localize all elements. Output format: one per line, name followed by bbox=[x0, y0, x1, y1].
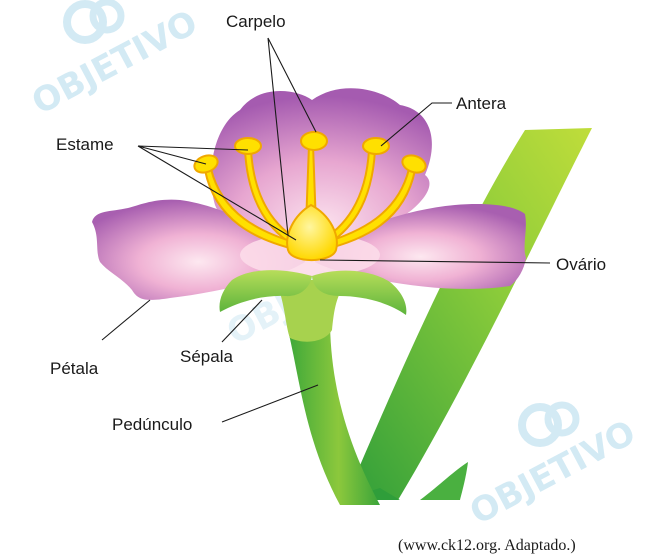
label-sepala: Sépala bbox=[180, 347, 233, 366]
label-peduncul: Pedúnculo bbox=[112, 415, 192, 434]
watermark-text: OBJETIVO bbox=[25, 3, 204, 123]
label-antera: Antera bbox=[456, 94, 507, 113]
label-carpelo: Carpelo bbox=[226, 12, 286, 31]
watermark-top-left: OBJETIVO bbox=[25, 2, 204, 123]
label-ovario: Ovário bbox=[556, 255, 606, 274]
anther bbox=[235, 138, 261, 154]
objetivo-logo-icon bbox=[67, 2, 121, 40]
label-petala: Pétala bbox=[50, 359, 99, 378]
leaf-small bbox=[420, 462, 468, 500]
stigma bbox=[301, 132, 327, 150]
objetivo-logo-icon bbox=[522, 405, 576, 443]
source-caption: (www.ck12.org. Adaptado.) bbox=[398, 537, 576, 554]
leader-petala bbox=[102, 300, 150, 340]
anther bbox=[363, 138, 389, 154]
label-estame: Estame bbox=[56, 135, 114, 154]
watermark-bottom-right: OBJETIVO bbox=[463, 405, 642, 533]
